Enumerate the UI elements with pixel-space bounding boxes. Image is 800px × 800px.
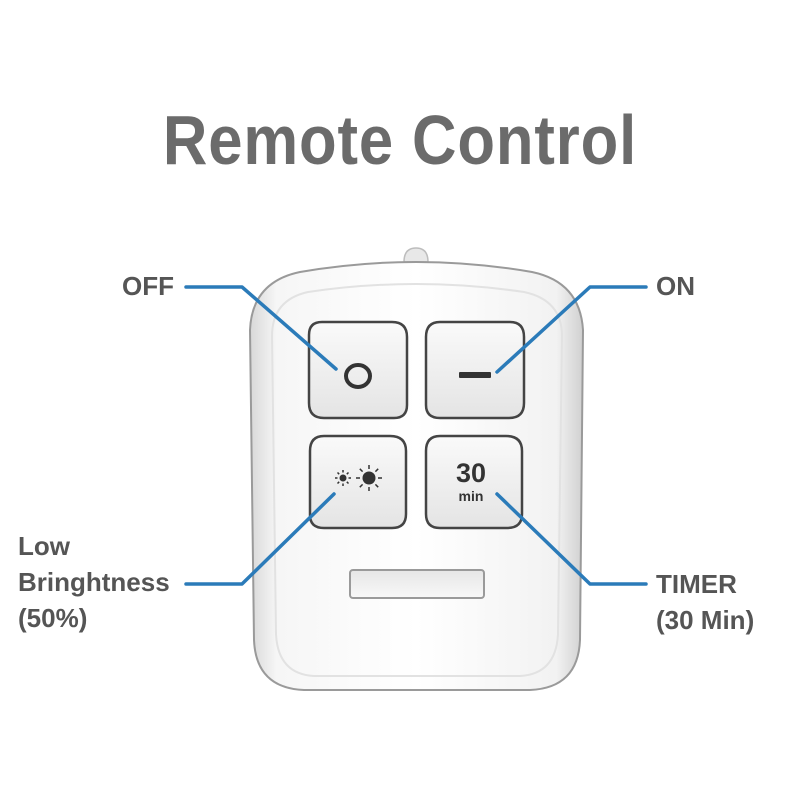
off-label: OFF — [122, 268, 174, 304]
timer-value-text: 30 — [456, 458, 486, 488]
off-button[interactable] — [307, 320, 409, 420]
remote-inner-face — [270, 283, 564, 677]
low-brightness-label-line-1: Low — [18, 531, 70, 561]
remote-body — [248, 261, 585, 691]
bright-sun-icon — [356, 465, 382, 491]
timer-unit-text: min — [459, 488, 484, 504]
diagram-title: Remote Control — [162, 101, 638, 179]
timer-button[interactable]: 30 min — [424, 434, 524, 530]
leader-line-low-brightness — [184, 492, 336, 586]
on-label-text: ON — [656, 271, 695, 301]
leader-line-on — [495, 285, 648, 374]
low-brightness-label-line-2: Bringhtness — [18, 567, 170, 597]
timer-label-line-2: (30 Min) — [656, 605, 755, 635]
off-label-text: OFF — [122, 271, 174, 301]
on-button[interactable] — [424, 320, 526, 420]
remote-slot — [349, 569, 485, 599]
low-brightness-button[interactable] — [308, 434, 408, 530]
hanging-loop — [403, 247, 429, 263]
low-brightness-label: Low Bringhtness (50%) — [18, 528, 170, 636]
leader-lines — [184, 285, 648, 586]
sun-icon — [335, 470, 351, 486]
leader-line-timer — [495, 492, 648, 586]
leader-line-off — [184, 285, 338, 371]
power-on-icon — [459, 372, 491, 378]
timer-label: TIMER (30 Min) — [656, 566, 754, 638]
power-off-icon — [344, 363, 372, 389]
on-label: ON — [656, 268, 695, 304]
low-brightness-label-line-3: (50%) — [18, 603, 88, 633]
timer-label-line-1: TIMER — [656, 569, 737, 599]
